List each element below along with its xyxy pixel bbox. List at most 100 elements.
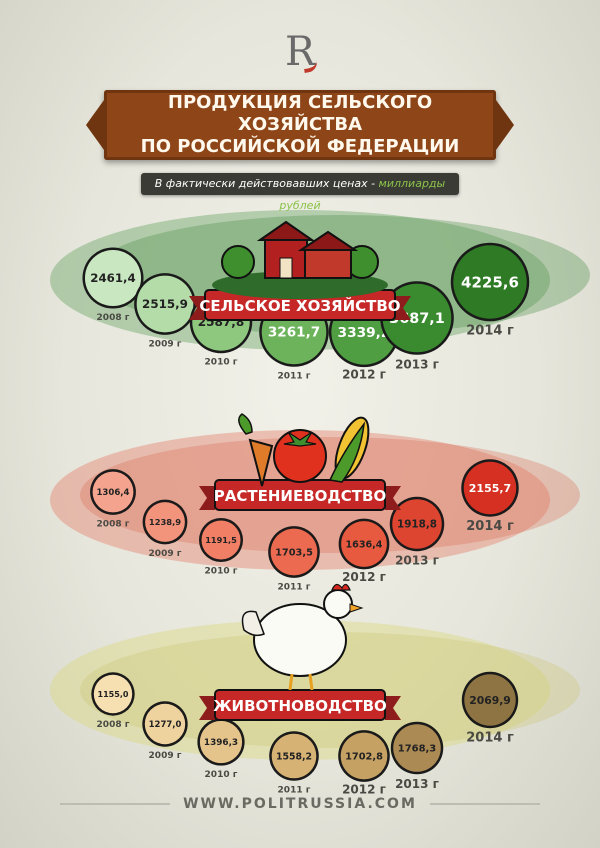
year-label: 2013 г xyxy=(395,777,439,791)
year-label: 2008 г xyxy=(97,720,130,730)
title-line-1: ПРОДУКЦИЯ СЕЛЬСКОГО ХОЗЯЙСТВА xyxy=(167,92,433,135)
year-label: 2011 г xyxy=(278,371,311,381)
units-subtitle: В фактически действовавших ценах - милли… xyxy=(141,173,459,212)
year-label: 2012 г xyxy=(342,368,386,382)
data-bubble xyxy=(92,471,134,513)
r-logo: R xyxy=(278,30,322,74)
year-label: 2014 г xyxy=(466,731,514,746)
ribbon-tail-left xyxy=(189,296,205,320)
footer-url: WWW.POLITRUSSIA.COM xyxy=(183,796,417,812)
data-value-label: 1396,3 xyxy=(204,738,238,748)
category-title: СЕЛЬСКОЕ ХОЗЯЙСТВО xyxy=(199,296,400,315)
data-value-label: 1238,9 xyxy=(149,517,181,527)
data-bubble xyxy=(393,724,441,772)
chicken-tail xyxy=(241,610,265,637)
ribbon-tail-left xyxy=(199,696,215,720)
data-bubble xyxy=(145,502,185,542)
data-value-label: 2461,4 xyxy=(90,271,135,285)
category-ribbon: ЖИВОТНОВОДСТВО xyxy=(199,689,401,721)
year-label: 2008 г xyxy=(97,519,130,529)
category-title: РАСТЕНИЕВОДСТВО xyxy=(214,487,386,505)
ribbon-tail-left xyxy=(199,486,215,510)
data-value-label: 1306,4 xyxy=(96,488,129,498)
logo-accent xyxy=(301,52,319,74)
year-label: 2013 г xyxy=(395,357,439,371)
data-bubble xyxy=(463,461,517,515)
section-3: 1155,0 2008 г 1277,0 2009 г 1396,3 2010 г 1558… xyxy=(50,620,580,796)
chicken-head xyxy=(323,589,353,619)
subtitle-accent: миллиарды рублей xyxy=(279,177,446,212)
data-bubble xyxy=(464,674,516,726)
year-label: 2010 г xyxy=(205,358,238,368)
ribbon-body xyxy=(214,689,386,721)
data-value-label: 2515,9 xyxy=(142,297,188,311)
year-label: 2014 г xyxy=(466,324,514,339)
data-value-label: 2069,9 xyxy=(469,694,511,707)
ribbon-tail-right xyxy=(385,486,401,510)
chicken-leg xyxy=(288,673,294,691)
year-label: 2008 г xyxy=(97,313,130,323)
vegetables-illustration xyxy=(238,413,370,487)
year-label: 2012 г xyxy=(342,782,386,796)
year-label: 2011 г xyxy=(278,582,311,592)
chicken-comb xyxy=(331,583,351,591)
year-label: 2009 г xyxy=(149,751,182,761)
data-value-label: 3261,7 xyxy=(268,325,320,341)
corn-leaf xyxy=(328,421,366,483)
year-label: 2014 г xyxy=(466,519,514,534)
data-value-label: 1702,8 xyxy=(345,751,383,762)
year-label: 2009 г xyxy=(149,549,182,559)
data-value-label: 1918,8 xyxy=(397,519,437,531)
data-bubble xyxy=(199,720,243,764)
category-ribbon: РАСТЕНИЕВОДСТВО xyxy=(199,479,401,511)
title-line-2: ПО РОССИЙСКОЙ ФЕДЕРАЦИИ xyxy=(140,136,460,157)
carrot-leaves xyxy=(238,413,253,435)
data-bubble xyxy=(270,528,318,576)
data-value-label: 3339,2 xyxy=(338,325,391,341)
data-value-label: 1277,0 xyxy=(149,719,182,729)
barn-door xyxy=(279,257,293,279)
category-title: ЖИВОТНОВОДСТВО xyxy=(213,697,387,715)
year-label: 2012 г xyxy=(342,570,386,584)
carrot-icon xyxy=(248,438,274,487)
data-bubble xyxy=(93,674,133,714)
data-bubble xyxy=(340,732,388,780)
data-bubble xyxy=(453,245,527,319)
tomato-icon xyxy=(273,429,327,483)
subtitle-main: В фактически действовавших ценах - xyxy=(154,177,379,190)
farm-illustration xyxy=(212,220,388,299)
data-value-label: 1703,5 xyxy=(275,547,313,558)
data-value-label: 1155,0 xyxy=(97,690,128,699)
data-bubble xyxy=(201,520,241,560)
year-label: 2010 г xyxy=(205,770,238,780)
footer-line-left xyxy=(60,803,170,805)
chicken-illustration xyxy=(241,583,364,691)
data-bubble xyxy=(84,249,142,307)
data-value-label: 2155,7 xyxy=(469,482,511,495)
data-value-label: 4225,6 xyxy=(461,273,519,291)
data-value-label: 1191,5 xyxy=(205,535,237,545)
title-banner: ПРОДУКЦИЯ СЕЛЬСКОГО ХОЗЯЙСТВА ПО РОССИЙС… xyxy=(86,90,514,160)
data-value-label: 1558,2 xyxy=(276,751,312,762)
chicken-leg xyxy=(308,673,314,691)
ribbon-tail-right xyxy=(385,696,401,720)
data-bubble xyxy=(136,275,194,333)
chicken-beak xyxy=(349,603,364,613)
year-label: 2013 г xyxy=(395,554,439,568)
data-bubble xyxy=(392,499,442,549)
house-icon xyxy=(304,247,352,279)
tree-icon xyxy=(221,245,255,279)
barn-roof xyxy=(256,220,316,241)
section-2: 1306,4 2008 г 1238,9 2009 г 1191,5 2010 г 1703… xyxy=(50,430,580,592)
year-label: 2010 г xyxy=(205,567,238,577)
year-label: 2011 г xyxy=(278,785,311,795)
data-bubble xyxy=(271,733,317,779)
chicken-icon xyxy=(253,603,347,677)
data-value-label: 1768,3 xyxy=(398,743,437,754)
data-bubble xyxy=(144,703,186,745)
data-bubble xyxy=(341,521,387,567)
data-value-label: 1636,4 xyxy=(346,539,383,550)
house-roof xyxy=(297,230,359,251)
